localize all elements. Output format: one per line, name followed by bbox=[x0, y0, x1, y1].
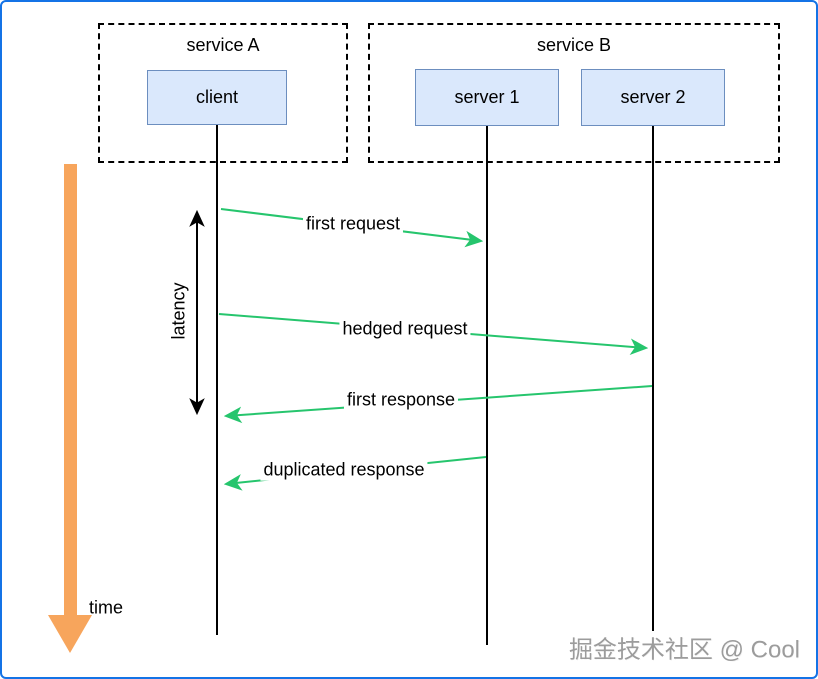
watermark: 掘金技术社区 @ Cool bbox=[568, 636, 800, 664]
label-first-response: first response bbox=[343, 389, 459, 411]
label-duplicated-response: duplicated response bbox=[260, 459, 428, 481]
node-server1: server 1 bbox=[415, 69, 559, 126]
node-server2: server 2 bbox=[581, 69, 725, 126]
group-title-service-a: service A bbox=[186, 35, 260, 55]
label-latency: latency bbox=[168, 280, 190, 342]
label-time: time bbox=[89, 597, 124, 618]
group-service-a bbox=[98, 23, 348, 163]
node-client: client bbox=[147, 70, 287, 125]
label-first-request: first request bbox=[302, 213, 404, 235]
group-service-b bbox=[368, 23, 780, 163]
group-title-service-b: service B bbox=[536, 35, 612, 55]
time-arrow bbox=[48, 164, 92, 653]
label-hedged-request: hedged request bbox=[339, 318, 471, 340]
